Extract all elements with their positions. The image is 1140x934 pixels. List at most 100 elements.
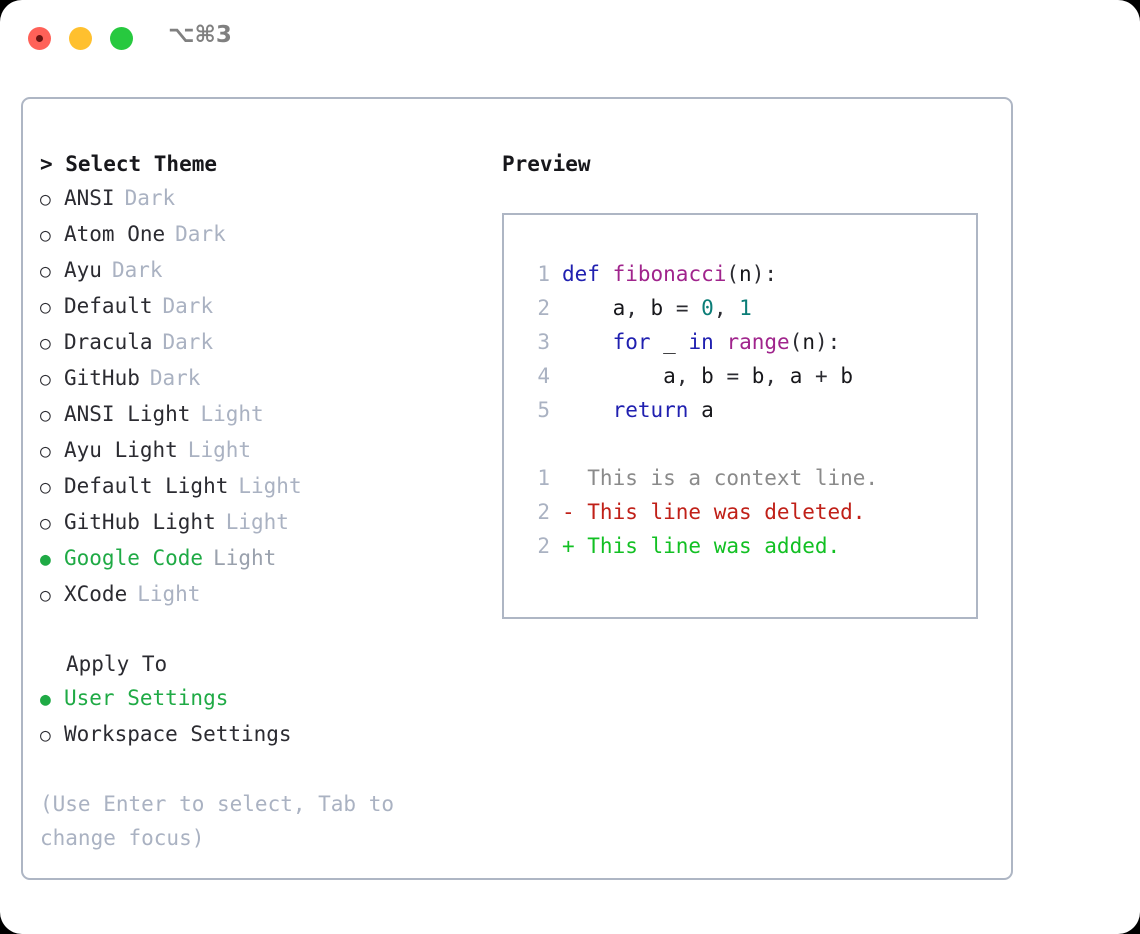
theme-variant-badge: Dark — [124, 186, 176, 210]
theme-variant-badge: Dark — [162, 294, 214, 318]
keyboard-hint-text: (Use Enter to select, Tab to change focu… — [40, 792, 395, 850]
close-button-icon[interactable] — [28, 27, 51, 50]
radio-unselected-icon: ○ — [40, 477, 51, 498]
code-keyword: for — [612, 330, 651, 354]
theme-option-label: Ayu Light — [64, 438, 178, 462]
code-diff-separator — [522, 427, 976, 461]
theme-option-default[interactable]: ○ Default Dark — [40, 289, 480, 325]
code-punctuation: = — [726, 364, 740, 388]
radio-unselected-icon: ○ — [40, 725, 51, 746]
code-line: 3 for _ in range(n): — [522, 325, 976, 359]
code-punctuation — [562, 398, 613, 422]
radio-unselected-icon: ○ — [40, 297, 51, 318]
code-punctuation: , — [625, 296, 638, 320]
diff-line-number: 2 — [537, 534, 550, 558]
theme-option-ansi-light[interactable]: ○ ANSI Light Light — [40, 397, 480, 433]
apply-to-option-list[interactable]: ● User Settings ○ Workspace Settings — [40, 681, 480, 753]
code-keyword: return — [612, 398, 689, 422]
theme-option-label: GitHub — [64, 366, 140, 390]
code-punctuation: , — [713, 296, 727, 320]
theme-variant-badge: Light — [187, 438, 252, 462]
apply-to-option-label: User Settings — [64, 686, 229, 710]
code-function: range — [726, 330, 790, 354]
code-identifier: b — [701, 364, 714, 388]
apply-to-option-user-settings[interactable]: ● User Settings — [40, 681, 480, 717]
theme-variant-badge: Dark — [162, 330, 214, 354]
code-punctuation: ( — [789, 330, 803, 354]
apply-to-header: Apply To — [66, 652, 168, 676]
code-line: 1 def fibonacci(n): — [522, 257, 976, 291]
code-line-number: 3 — [537, 330, 550, 354]
diff-line-added: 2 + This line was added. — [522, 529, 976, 563]
code-identifier: n — [802, 330, 815, 354]
theme-variant-badge: Dark — [111, 258, 163, 282]
apply-to-option-label: Workspace Settings — [64, 722, 292, 746]
code-identifier: b — [751, 364, 765, 388]
code-punctuation — [688, 398, 701, 422]
minimize-button-icon[interactable] — [69, 27, 92, 50]
code-line-number: 1 — [537, 262, 550, 286]
code-line-text: def fibonacci(n): — [562, 257, 777, 291]
code-punctuation: = — [675, 296, 689, 320]
radio-unselected-icon: ○ — [40, 405, 51, 426]
radio-selected-icon: ● — [40, 549, 51, 570]
theme-option-label: Ayu — [64, 258, 102, 282]
preview-header: Preview — [502, 152, 591, 176]
code-punctuation — [600, 262, 613, 286]
code-line-number: 4 — [537, 364, 550, 388]
radio-unselected-icon: ○ — [40, 225, 51, 246]
code-line-number: 5 — [537, 398, 550, 422]
code-punctuation — [651, 330, 664, 354]
radio-unselected-icon: ○ — [40, 513, 51, 534]
theme-option-label: ANSI Light — [64, 402, 191, 426]
diff-line-text: - This line was deleted. — [562, 500, 866, 524]
code-punctuation — [802, 364, 815, 388]
title-bar: ⌥⌘3 — [0, 0, 1140, 78]
diff-line-text: + This line was added. — [562, 534, 841, 558]
theme-option-label: Dracula — [64, 330, 153, 354]
theme-variant-badge: Light — [225, 510, 289, 534]
code-line-text: a, b = 0, 1 — [562, 291, 752, 325]
code-punctuation: : — [827, 330, 841, 354]
theme-option-label: Default — [64, 294, 153, 318]
theme-option-github[interactable]: ○ GitHub Dark — [40, 361, 480, 397]
theme-variant-badge: Dark — [149, 366, 201, 390]
apply-to-option-workspace-settings[interactable]: ○ Workspace Settings — [40, 717, 480, 753]
code-punctuation: ) — [751, 262, 765, 286]
theme-variant-badge: Light — [238, 474, 302, 498]
diff-line-deleted: 2- This line was deleted. — [522, 495, 976, 529]
code-line: 4 a, b = b, a + b — [522, 359, 976, 393]
code-punctuation — [688, 364, 701, 388]
radio-unselected-icon: ○ — [40, 369, 51, 390]
code-punctuation — [828, 364, 841, 388]
code-punctuation — [739, 364, 752, 388]
diff-line-text: This is a context line. — [562, 466, 879, 490]
maximize-button-icon[interactable] — [110, 27, 133, 50]
code-identifier: a — [789, 364, 803, 388]
radio-selected-icon: ● — [40, 689, 51, 710]
code-punctuation — [726, 296, 739, 320]
code-punctuation: : — [764, 262, 778, 286]
theme-option-label: Atom One — [64, 222, 166, 246]
diff-line-context: 1 This is a context line. — [522, 461, 976, 495]
theme-variant-badge: Light — [200, 402, 264, 426]
code-punctuation: + — [815, 364, 828, 388]
code-line-text: return a — [562, 393, 714, 427]
code-line-number: 2 — [537, 296, 550, 320]
